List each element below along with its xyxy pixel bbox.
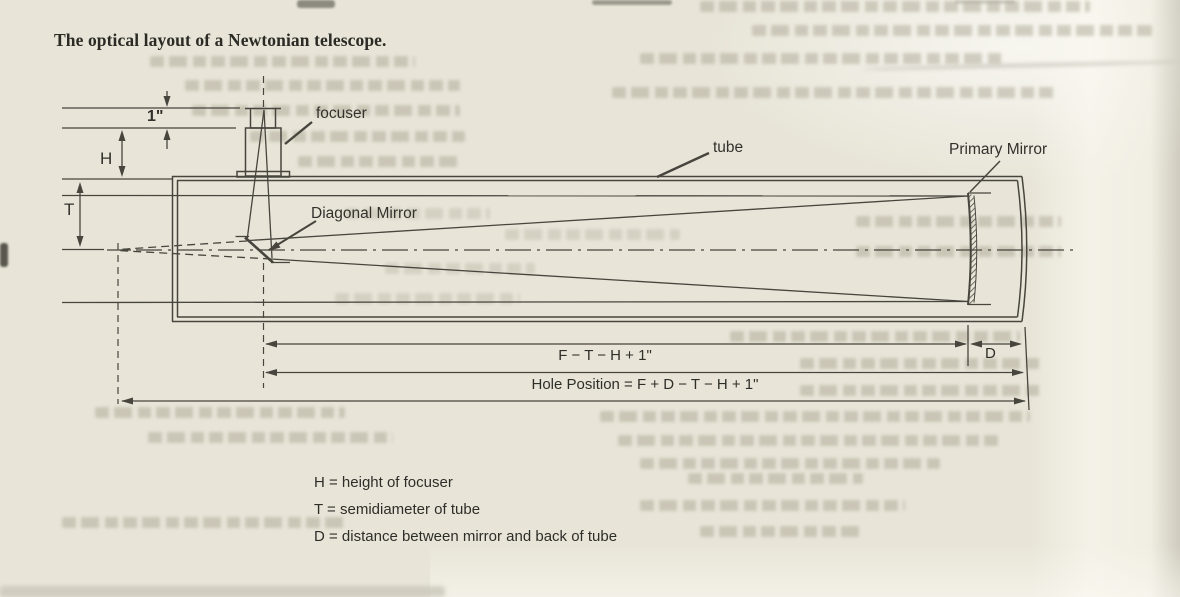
primary-mirror-label: Primary Mirror	[949, 141, 1048, 158]
diagonal-mirror-shape	[235, 235, 290, 264]
scan-edge-artifact	[297, 0, 335, 8]
tube-label: tube	[713, 139, 744, 156]
bleed-through-text	[856, 246, 1061, 257]
bleed-through-text	[618, 435, 998, 446]
bleed-through-text	[856, 216, 1061, 227]
bleed-through-text	[700, 526, 860, 537]
construction-lines	[117, 76, 265, 404]
bleed-through-text	[752, 25, 1152, 36]
dimension-arrowheads	[76, 96, 1026, 405]
bleed-through-text	[148, 432, 393, 443]
focuser-label: focuser	[316, 105, 367, 122]
diagonal-mirror-label: Diagonal Mirror	[311, 205, 417, 222]
bleed-through-text	[150, 56, 415, 67]
bleed-through-text	[298, 156, 463, 167]
page-title: The optical layout of a Newtonian telesc…	[54, 30, 387, 50]
bleed-through-text	[385, 263, 535, 274]
mirror-back-distance-label: D	[985, 345, 996, 362]
bleed-through-text	[95, 407, 345, 418]
reference-lines	[62, 107, 240, 251]
bleed-through-text	[800, 385, 1040, 396]
bleed-through-text	[505, 229, 680, 240]
bleed-through-text	[345, 208, 490, 219]
bleed-through-text	[688, 473, 863, 484]
bleed-through-text	[192, 105, 460, 116]
one-inch-dimension-label: 1"	[147, 108, 164, 125]
bleed-through-text	[250, 131, 465, 142]
virtual-focus-rays	[117, 240, 272, 260]
light-rays	[61, 109, 969, 304]
legend-D: D = distance between mirror and back of …	[314, 528, 618, 545]
bleed-through-text	[640, 53, 1005, 64]
bleed-through-text	[700, 1, 1090, 12]
callout-pointers	[268, 121, 1001, 251]
dimension-lines	[79, 91, 1030, 411]
bleed-through-text	[62, 517, 347, 528]
bleed-through-text	[640, 500, 905, 511]
hole-position-formula: Hole Position = F + D − T − H + 1"	[531, 376, 759, 393]
scan-edge-artifact	[0, 243, 8, 267]
telescope-tube	[171, 175, 1028, 323]
primary-mirror-shape	[967, 192, 991, 306]
bleed-through-text	[640, 458, 940, 469]
focuser-height-dimension-label: H	[100, 149, 113, 168]
bleed-through-text	[800, 358, 1040, 369]
bleed-through-text	[600, 411, 1030, 422]
legend-T: T = semidiameter of tube	[314, 501, 481, 518]
focuser-outline	[236, 107, 291, 178]
bleed-through-text	[730, 331, 1020, 342]
bleed-through-text	[185, 80, 460, 91]
diagonal-to-mirror-formula: F − T − H + 1"	[558, 347, 652, 364]
tube-semidiameter-dimension-label: T	[64, 200, 75, 219]
legend-H: H = height of focuser	[314, 474, 453, 491]
scan-edge-artifact	[0, 586, 445, 597]
bleed-through-text	[612, 87, 1057, 98]
scan-edge-artifact	[592, 0, 672, 5]
bleed-through-text	[335, 293, 520, 304]
